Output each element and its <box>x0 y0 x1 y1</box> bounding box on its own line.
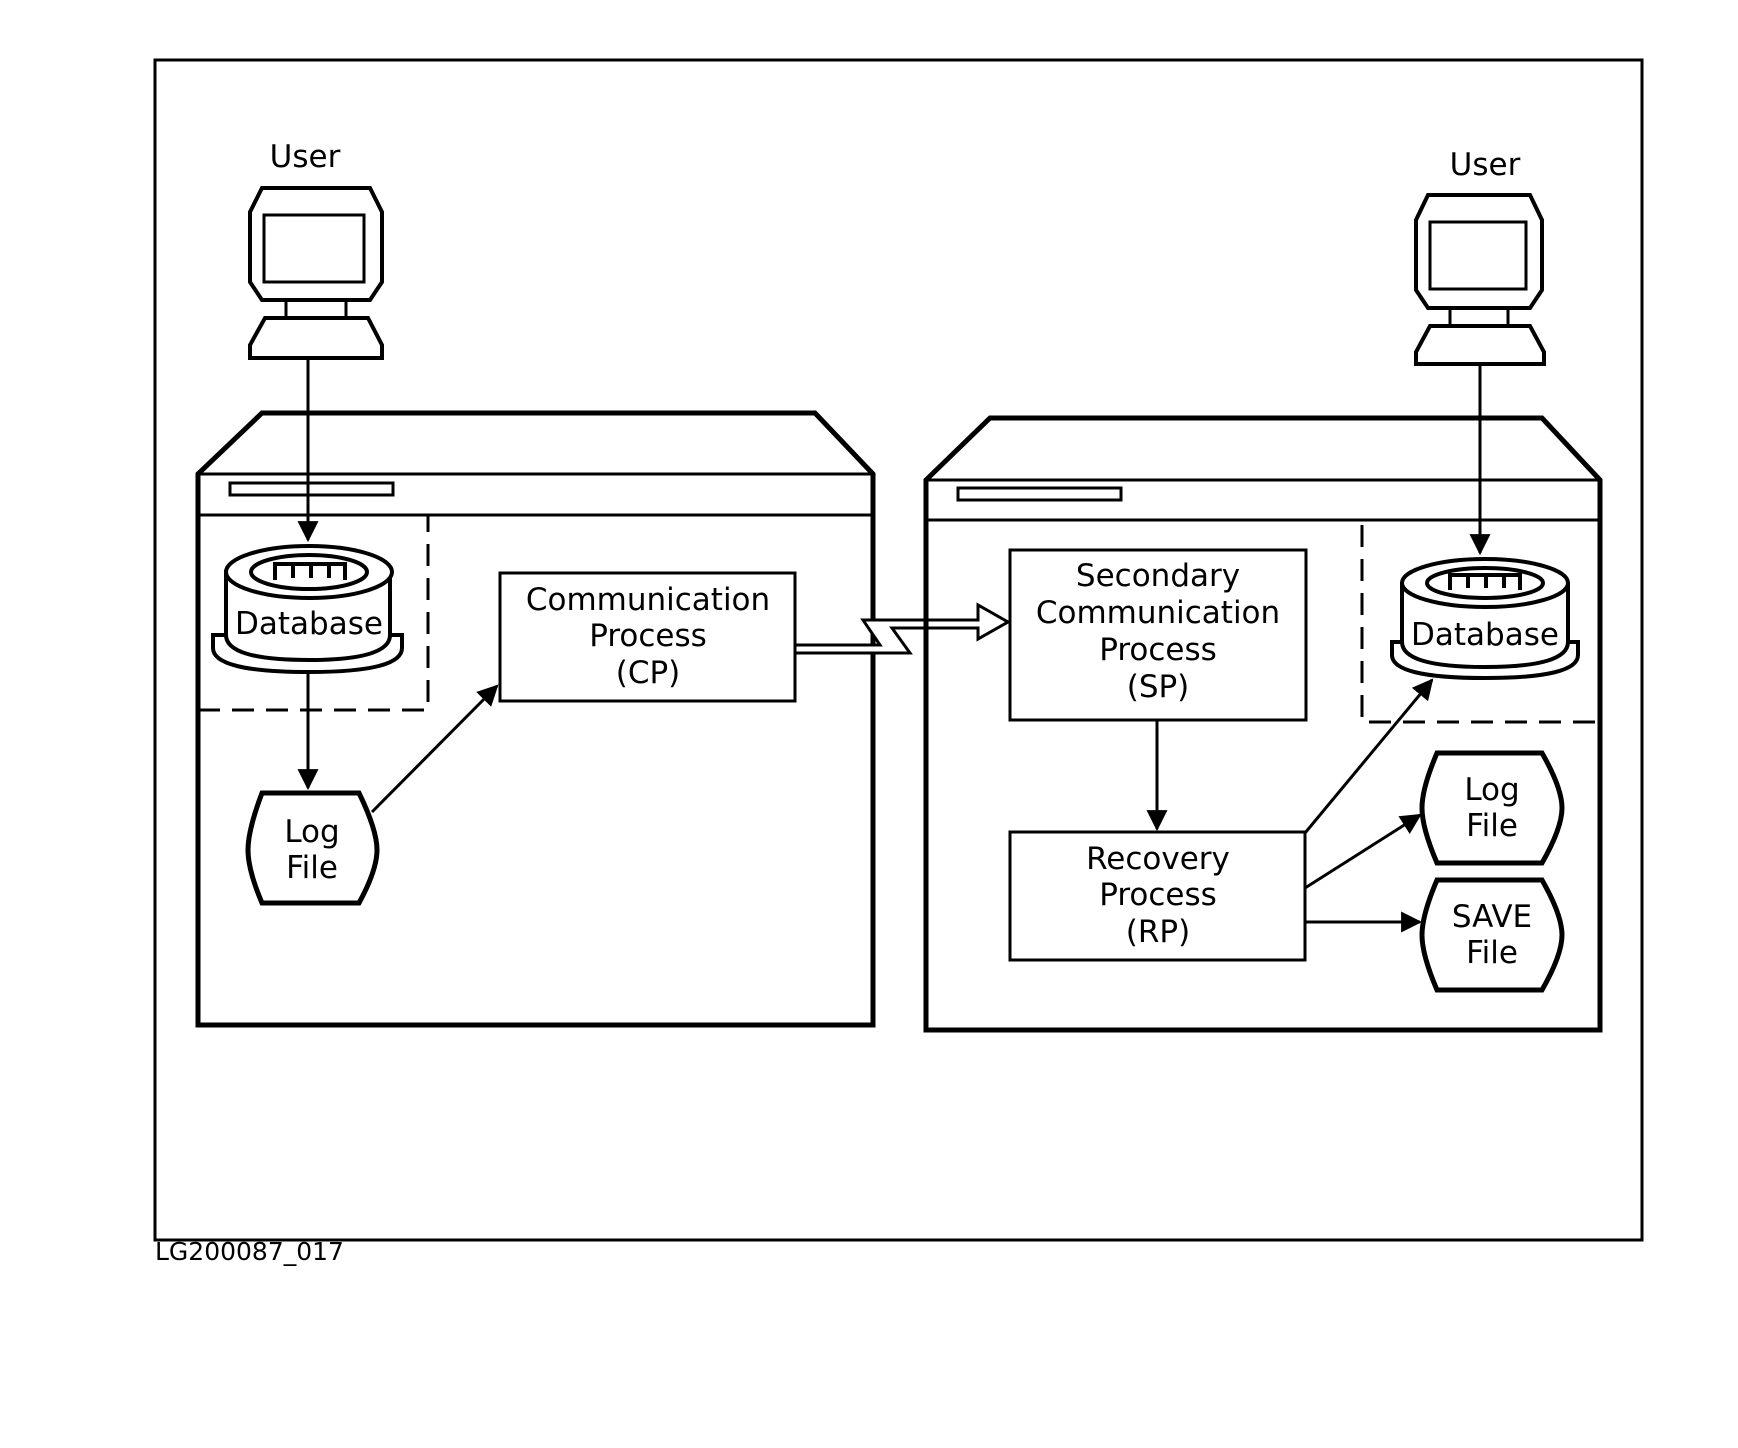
left-database-icon <box>211 544 404 675</box>
right-database-label: Database <box>1411 617 1559 653</box>
rp-label-line3: (RP) <box>1126 914 1190 950</box>
left-log-file-icon <box>245 790 380 906</box>
left-log-file-label-line2: File <box>286 850 338 886</box>
cp-label-line2: Process <box>589 618 707 654</box>
sp-label-line2: Communication <box>1036 595 1280 631</box>
left-disk-region <box>198 515 430 712</box>
save-file-label-line1: SAVE <box>1452 899 1532 935</box>
arrow-rp-to-log-file <box>1304 813 1422 890</box>
outer-frame <box>153 58 1644 1242</box>
rp-label-line2: Process <box>1099 877 1217 913</box>
sp-label-line4: (SP) <box>1127 669 1190 705</box>
left-server-cabinet <box>195 410 876 1028</box>
sp-label-line1: Secondary <box>1076 558 1240 594</box>
right-log-file-icon <box>1419 750 1565 866</box>
left-database-label: Database <box>235 606 383 642</box>
save-file-label-line2: File <box>1466 935 1518 971</box>
sp-label-line3: Process <box>1099 632 1217 668</box>
cp-box <box>498 571 797 703</box>
right-log-file-label-line2: File <box>1466 808 1518 844</box>
network-link-icon <box>793 602 1012 655</box>
rp-box <box>1008 830 1307 962</box>
right-user-label: User <box>1450 147 1521 183</box>
left-terminal-icon <box>248 186 384 360</box>
left-user-label: User <box>270 139 341 175</box>
rp-label-line1: Recovery <box>1086 841 1230 877</box>
right-server-cabinet <box>923 415 1603 1033</box>
figure-id: LG200087_017 <box>155 1237 344 1266</box>
right-database-icon <box>1390 557 1580 681</box>
right-disk-region <box>1360 525 1600 724</box>
arrow-rp-to-database <box>1303 678 1434 834</box>
arrow-log-file-to-cp <box>370 684 499 814</box>
right-terminal-icon <box>1414 193 1546 366</box>
cp-label-line1: Communication <box>526 582 770 618</box>
save-file-icon <box>1419 877 1565 993</box>
right-log-file-label-line1: Log <box>1464 772 1519 808</box>
cp-label-line3: (CP) <box>616 655 681 691</box>
left-log-file-label-line1: Log <box>284 814 339 850</box>
